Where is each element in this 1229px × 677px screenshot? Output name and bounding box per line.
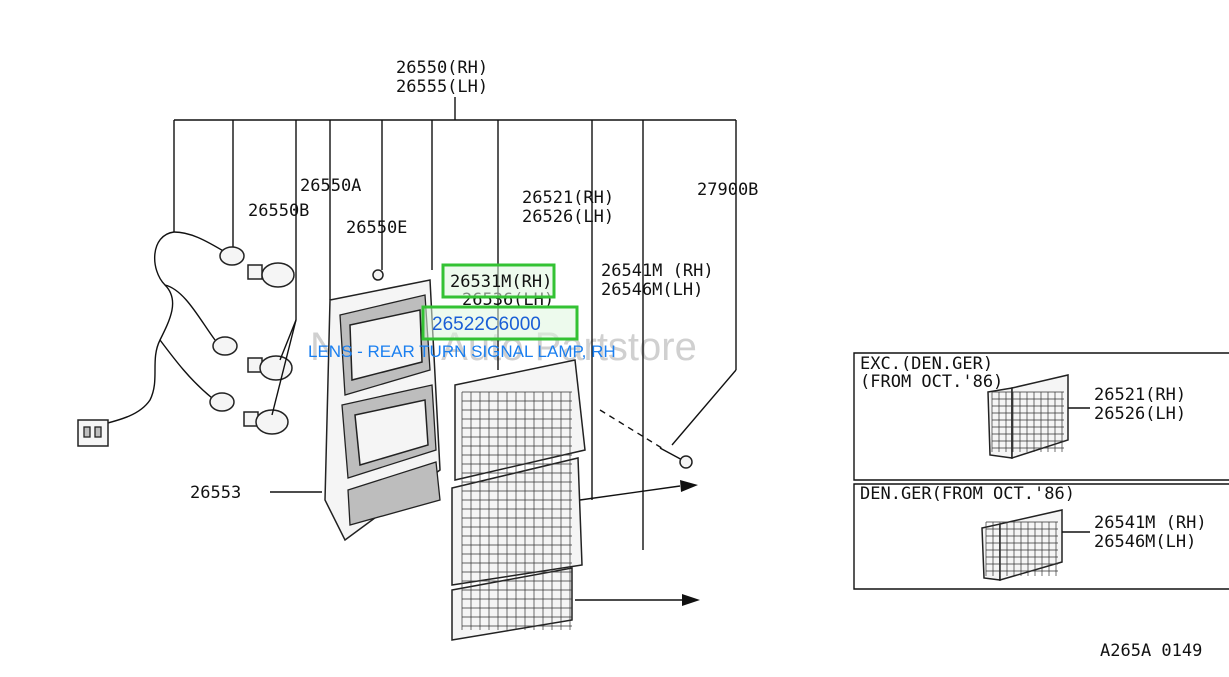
inset-top-caption-1: EXC.(DEN.GER)	[860, 354, 993, 374]
highlight-description: LENS - REAR TURN SIGNAL LAMP, RH	[308, 342, 616, 361]
bulb-icon	[247, 355, 293, 381]
label-27900b: 27900B	[697, 180, 758, 200]
lens-assembly	[451, 359, 586, 641]
highlight-part-number[interactable]: 26522C6000	[432, 314, 541, 335]
bulb-icon	[243, 409, 289, 435]
inset-top-label-rh: 26521(RH)	[1094, 385, 1186, 405]
wiring-harness	[77, 231, 297, 447]
inset-bottom-label-rh: 26541M (RH)	[1094, 513, 1207, 533]
inset-exc-den-ger: EXC.(DEN.GER) (FROM OCT.'86) 26521(RH) 2…	[853, 352, 1229, 481]
label-26550b: 26550B	[248, 201, 309, 221]
inset-den-ger: DEN.GER(FROM OCT.'86) 26541M (RH) 26546M…	[853, 483, 1229, 590]
label-26546m-lh: 26546M(LH)	[601, 280, 703, 300]
label-26550e: 26550E	[346, 218, 407, 238]
label-26550a: 26550A	[300, 176, 361, 196]
arrow-icon	[575, 480, 700, 606]
inset-bottom-label-lh: 26546M(LH)	[1094, 532, 1196, 552]
leader-lines	[173, 97, 737, 550]
label-26555-lh: 26555(LH)	[396, 77, 488, 97]
connector-icon	[77, 419, 109, 447]
highlight-box-26522c6000[interactable]	[421, 305, 579, 341]
label-26521-rh: 26521(RH)	[522, 188, 614, 208]
lamp-housing	[324, 269, 441, 542]
label-26553: 26553	[190, 483, 241, 503]
label-26526-lh: 26526(LH)	[522, 207, 614, 227]
inset-top-caption-2: (FROM OCT.'86)	[860, 372, 1003, 392]
highlight-box-26531m[interactable]	[441, 263, 556, 299]
figure-code: A265A 0149	[1100, 641, 1202, 661]
label-26531m-rh[interactable]: 26531M(RH)	[450, 272, 552, 292]
label-26550-rh: 26550(RH)	[396, 58, 488, 78]
inset-top-label-lh: 26526(LH)	[1094, 404, 1186, 424]
clip-icon	[372, 269, 384, 281]
label-26541m-rh: 26541M (RH)	[601, 261, 714, 281]
inset-bottom-caption: DEN.GER(FROM OCT.'86)	[860, 484, 1075, 504]
bulb-icon	[247, 262, 295, 288]
screw-icon	[599, 409, 693, 469]
